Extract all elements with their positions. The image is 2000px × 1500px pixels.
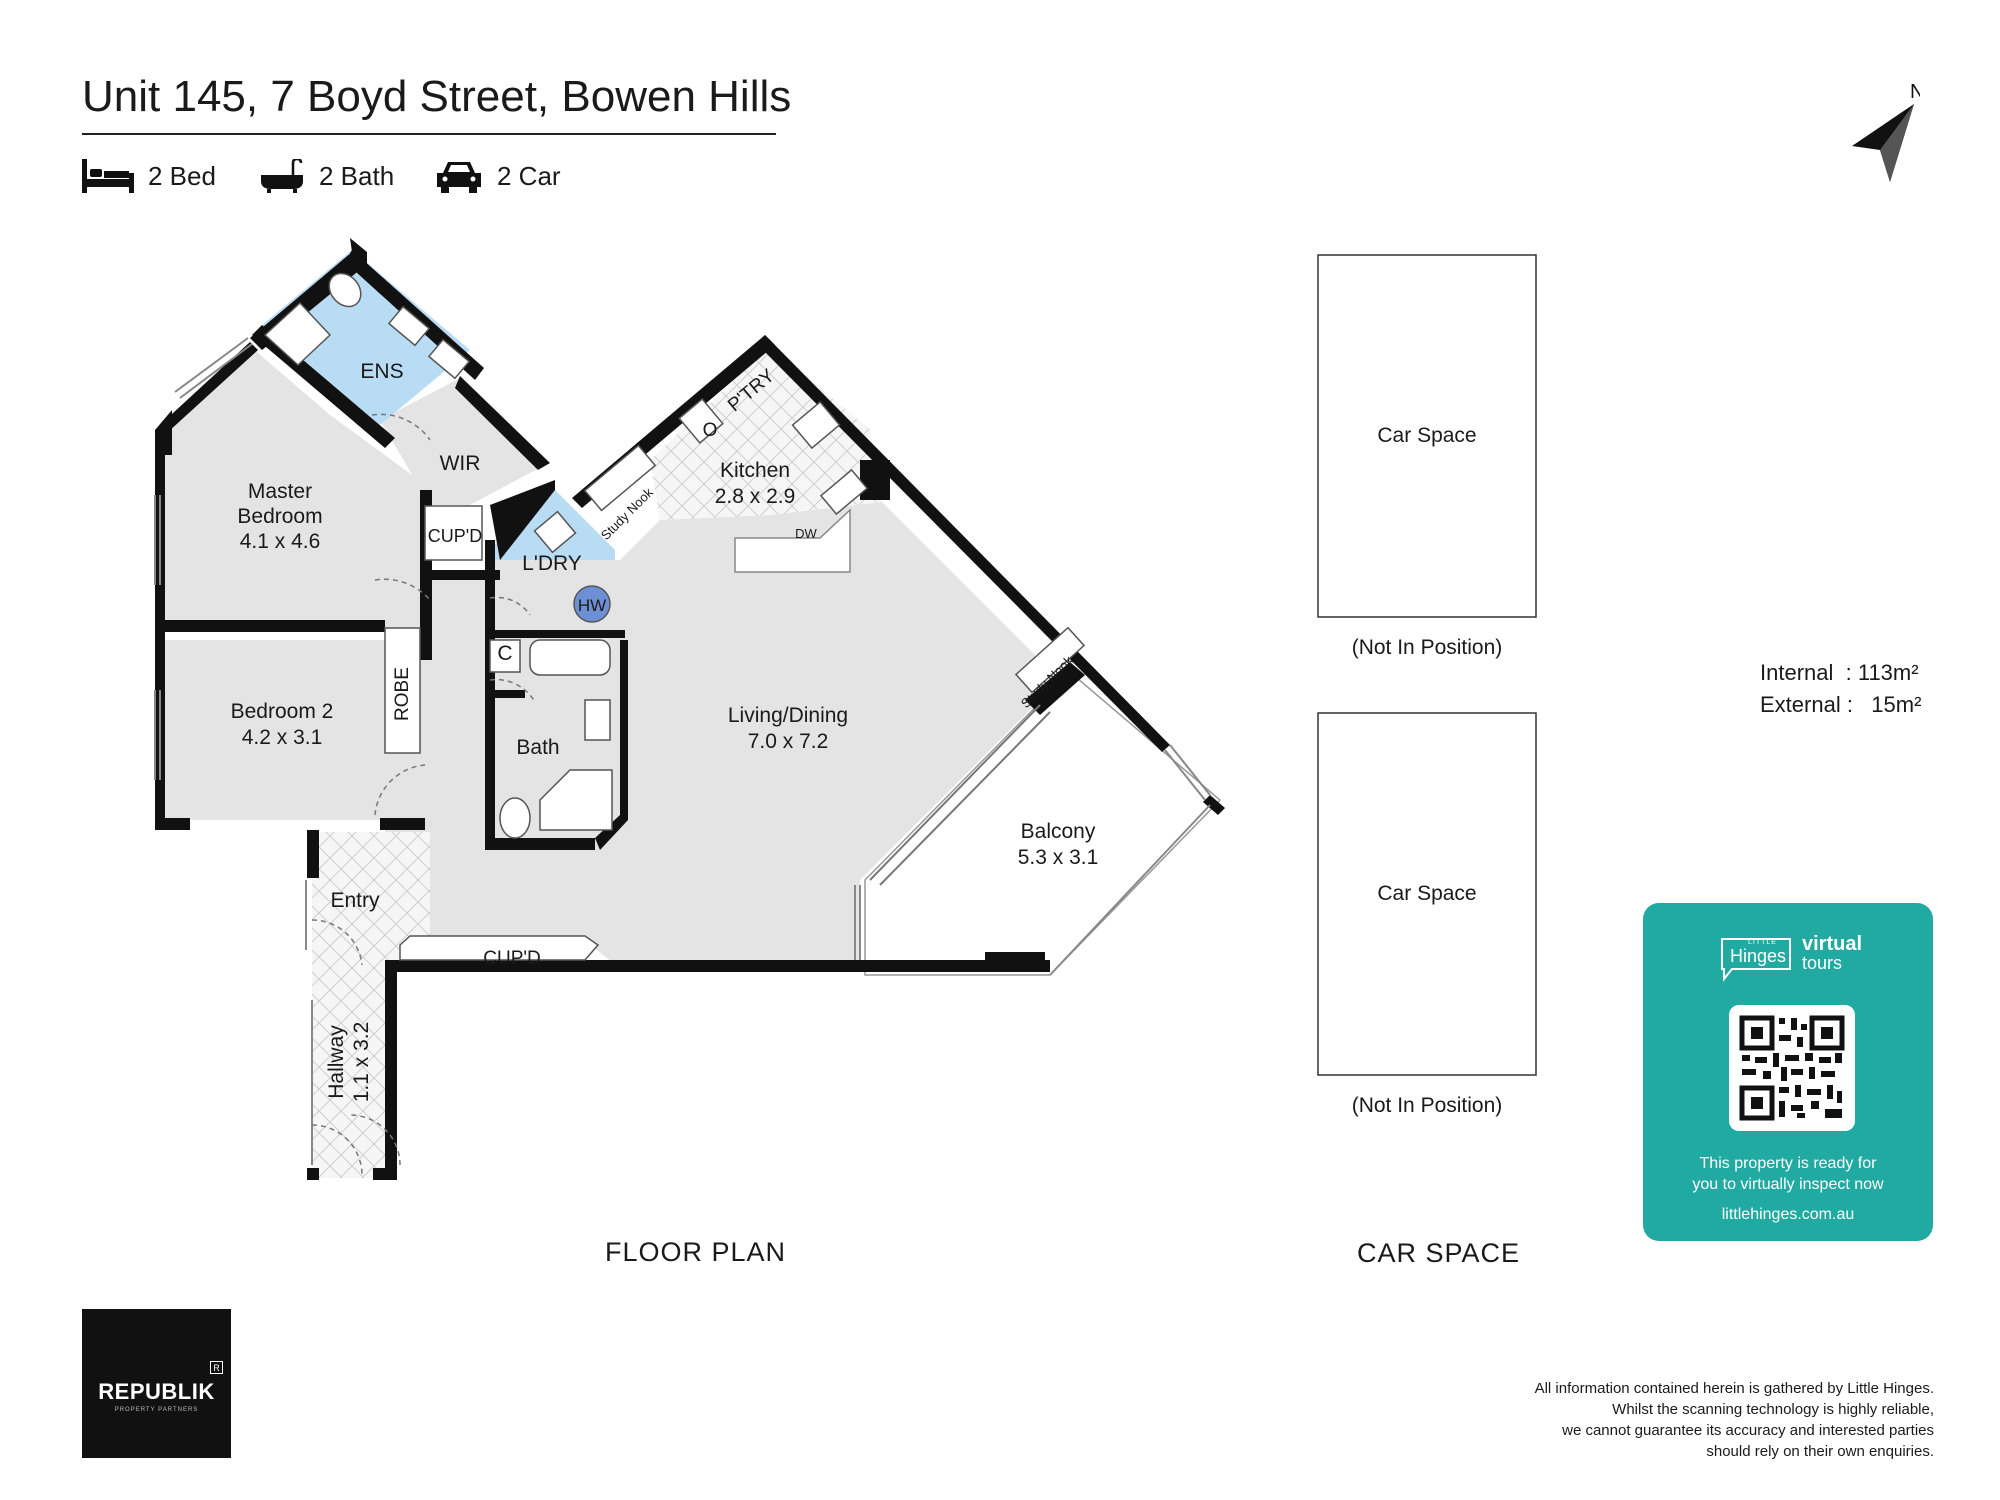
feature-beds: 2 Bed bbox=[82, 156, 216, 196]
balcony-label: Balcony bbox=[1021, 820, 1096, 843]
master-bedroom-label-2: Bedroom bbox=[237, 505, 322, 528]
sliding-door bbox=[869, 704, 1041, 881]
car-space-plan: Car Space (Not In Position) Car Space (N… bbox=[1317, 254, 1537, 1117]
hallway-dims: 1.1 x 3.2 bbox=[350, 1022, 373, 1103]
internal-area-label: Internal bbox=[1760, 660, 1834, 685]
external-area-row: External : 15m² bbox=[1760, 692, 1922, 717]
disclaimer-line: we cannot guarantee its accuracy and int… bbox=[1562, 1422, 1934, 1439]
kitchen-island bbox=[734, 508, 851, 573]
hallway-floor bbox=[312, 960, 385, 1178]
disclaimer-line: should rely on their own enquiries. bbox=[1706, 1443, 1934, 1460]
car-space-1-label: Car Space bbox=[1377, 424, 1476, 447]
feature-baths-label: 2 Bath bbox=[319, 160, 395, 191]
cupboard-label-2: CUP'D bbox=[483, 948, 540, 969]
bath-label: Bath bbox=[516, 736, 559, 759]
entry-floor bbox=[312, 832, 430, 960]
master-bedroom-dims: 4.1 x 4.6 bbox=[240, 530, 321, 553]
car-space-1-outline bbox=[1317, 254, 1537, 618]
disclaimer: All information contained herein is gath… bbox=[1535, 1378, 1934, 1462]
car-space-2-note: (Not In Position) bbox=[1352, 1094, 1503, 1117]
virtual-tour-line-1: This property is ready for bbox=[1699, 1155, 1877, 1172]
wir-floor bbox=[380, 378, 545, 505]
windows bbox=[154, 337, 1211, 1165]
virtual-tour-card[interactable]: LITTLE Hinges virtual tours bbox=[1643, 903, 1933, 1241]
disclaimer-line: All information contained herein is gath… bbox=[1534, 1380, 1934, 1397]
bath-icon bbox=[261, 159, 303, 193]
brand-tag-2: tours bbox=[1802, 953, 1843, 973]
bedroom-2-label: Bedroom 2 bbox=[231, 700, 334, 723]
brand-name: Hinges bbox=[1730, 946, 1787, 966]
car-space-2-label: Car Space bbox=[1377, 882, 1476, 905]
car-space-1-note: (Not In Position) bbox=[1352, 636, 1503, 659]
agency-subtitle: PROPERTY PARTNERS bbox=[114, 1407, 199, 1413]
feature-beds-label: 2 Bed bbox=[148, 160, 216, 191]
kitchen-dims: 2.8 x 2.9 bbox=[715, 485, 796, 508]
door-swings bbox=[311, 413, 536, 1176]
car-space-title: CAR SPACE bbox=[1357, 1238, 1521, 1268]
feature-cars: 2 Car bbox=[435, 156, 561, 196]
brand-small: LITTLE bbox=[1748, 939, 1777, 946]
bed-icon bbox=[82, 159, 134, 193]
agency-name: REPUBLIK bbox=[98, 1379, 215, 1404]
car-icon bbox=[437, 162, 481, 193]
compass-north-label: N bbox=[1910, 81, 1920, 103]
external-area-value: 15m² bbox=[1871, 692, 1922, 717]
feature-cars-label: 2 Car bbox=[497, 160, 561, 191]
kitchen-label: Kitchen bbox=[720, 459, 790, 482]
qr-code-icon bbox=[1739, 1015, 1845, 1121]
master-bedroom-label: Master bbox=[248, 480, 312, 503]
dishwasher-label: DW bbox=[795, 526, 817, 541]
laundry-label: L'DRY bbox=[522, 552, 582, 575]
robe-label: ROBE bbox=[392, 667, 413, 721]
floor-plan: ENS WIR Master Bedroom 4.1 x 4.6 CUP'D L… bbox=[154, 238, 1225, 1180]
hallway-label: Hallway bbox=[325, 1025, 348, 1099]
disclaimer-line: Whilst the scanning technology is highly… bbox=[1612, 1401, 1934, 1418]
brand-tag-1: virtual bbox=[1802, 933, 1863, 955]
property-title: Unit 145, 7 Boyd Street, Bowen Hills bbox=[82, 72, 792, 121]
entry-label: Entry bbox=[330, 889, 380, 912]
republik-logo: R REPUBLIK PROPERTY PARTNERS bbox=[82, 1309, 231, 1458]
hot-water-unit-icon bbox=[573, 585, 611, 623]
feature-baths: 2 Bath bbox=[259, 156, 394, 196]
little-hinges-logo: LITTLE Hinges virtual tours bbox=[1718, 933, 1868, 985]
car-space-2-outline bbox=[1317, 712, 1537, 1076]
oven-label: O bbox=[703, 420, 718, 441]
bedroom-2-floor bbox=[160, 640, 385, 820]
wir-label: WIR bbox=[440, 452, 481, 475]
virtual-tour-line-2: you to virtually inspect now bbox=[1692, 1176, 1884, 1193]
ensuite-label: ENS bbox=[360, 360, 403, 383]
living-dining-floor bbox=[490, 502, 1060, 968]
living-dining-label: Living/Dining bbox=[728, 704, 848, 727]
internal-area-row: Internal : 113m² bbox=[1760, 660, 1919, 685]
hot-water-label: HW bbox=[578, 596, 606, 615]
closet-label: C bbox=[497, 642, 512, 665]
master-bedroom-floor bbox=[160, 346, 430, 632]
floor-plan-title: FLOOR PLAN bbox=[605, 1237, 787, 1267]
qr-code[interactable] bbox=[1729, 1005, 1855, 1131]
area-summary: Internal : 113m² External : 15m² bbox=[1760, 657, 1921, 721]
external-area-label: External bbox=[1760, 692, 1841, 717]
hinges-logo-icon bbox=[1721, 938, 1791, 982]
virtual-tour-url[interactable]: littlehinges.com.au bbox=[1721, 1206, 1855, 1223]
fixtures bbox=[263, 272, 1086, 961]
internal-area-value: 113m² bbox=[1857, 660, 1919, 685]
bedroom-2-dims: 4.2 x 3.1 bbox=[242, 726, 323, 749]
balcony-dims: 5.3 x 3.1 bbox=[1018, 846, 1099, 869]
north-compass-icon: N bbox=[1852, 81, 1920, 182]
cupboard-label: CUP'D bbox=[428, 526, 482, 546]
kitchen-floor bbox=[650, 346, 882, 520]
registered-mark: R bbox=[210, 1361, 223, 1374]
living-dining-dims: 7.0 x 7.2 bbox=[748, 730, 829, 753]
virtual-tour-message: This property is ready for you to virtua… bbox=[1643, 1153, 1933, 1195]
title-divider bbox=[82, 133, 776, 135]
